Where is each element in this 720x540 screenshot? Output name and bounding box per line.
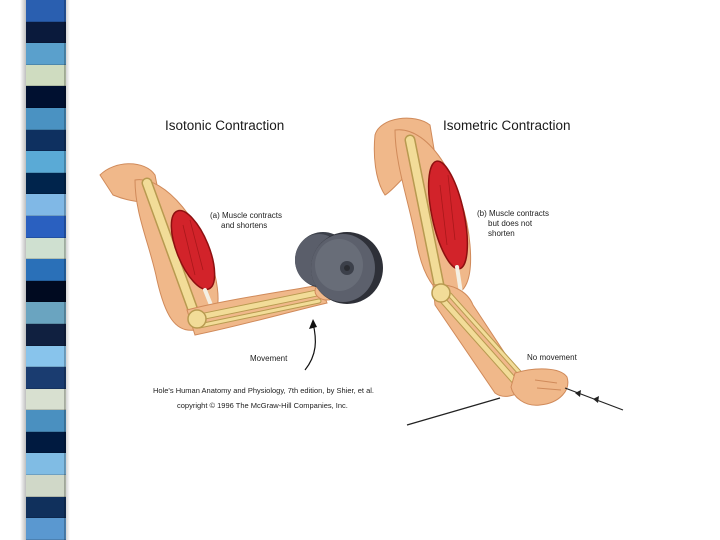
sidebar-shadow xyxy=(64,0,70,540)
sidebar-block xyxy=(26,22,66,44)
credit-line-2: copyright © 1996 The McGraw-Hill Compani… xyxy=(177,401,348,410)
sidebar-block xyxy=(26,216,66,238)
movement-arrow xyxy=(305,323,315,370)
sidebar-block xyxy=(26,518,66,540)
sidebar-block xyxy=(26,302,66,324)
sidebar-block xyxy=(26,173,66,195)
sidebar-block xyxy=(26,432,66,454)
sidebar-block xyxy=(26,130,66,152)
sidebar-block xyxy=(26,475,66,497)
isometric-caption-line3: shorten xyxy=(477,229,549,239)
isometric-title: Isometric Contraction xyxy=(443,118,571,133)
sidebar-block xyxy=(26,65,66,87)
isotonic-title: Isotonic Contraction xyxy=(165,118,284,133)
sidebar-block xyxy=(26,43,66,65)
movement-label: Movement xyxy=(250,354,287,364)
isotonic-caption-line2: and shortens xyxy=(210,221,282,231)
sidebar-block xyxy=(26,453,66,475)
isometric-caption-line2: but does not xyxy=(477,219,549,229)
sidebar-block xyxy=(26,108,66,130)
sidebar-block xyxy=(26,324,66,346)
no-movement-label: No movement xyxy=(527,353,577,363)
muscle-contraction-figure: Isotonic Contraction Isometric Contracti… xyxy=(95,105,625,435)
sidebar-block xyxy=(26,389,66,411)
sidebar-block xyxy=(26,86,66,108)
isotonic-caption-line1: (a) Muscle contracts xyxy=(210,211,282,221)
sidebar-block xyxy=(26,346,66,368)
decorative-sidebar-strip xyxy=(26,0,66,540)
sidebar-block xyxy=(26,410,66,432)
sidebar-block xyxy=(26,367,66,389)
isometric-caption-line1: (b) Muscle contracts xyxy=(477,209,549,219)
isometric-caption: (b) Muscle contracts but does not shorte… xyxy=(477,209,549,239)
sidebar-block xyxy=(26,151,66,173)
sidebar-block xyxy=(26,0,66,22)
sidebar-block xyxy=(26,497,66,519)
sidebar-block xyxy=(26,281,66,303)
sidebar-block xyxy=(26,238,66,260)
isotonic-caption: (a) Muscle contracts and shortens xyxy=(210,211,282,231)
sidebar-block xyxy=(26,194,66,216)
credit-line-1: Hole's Human Anatomy and Physiology, 7th… xyxy=(153,386,374,395)
sidebar-block xyxy=(26,259,66,281)
